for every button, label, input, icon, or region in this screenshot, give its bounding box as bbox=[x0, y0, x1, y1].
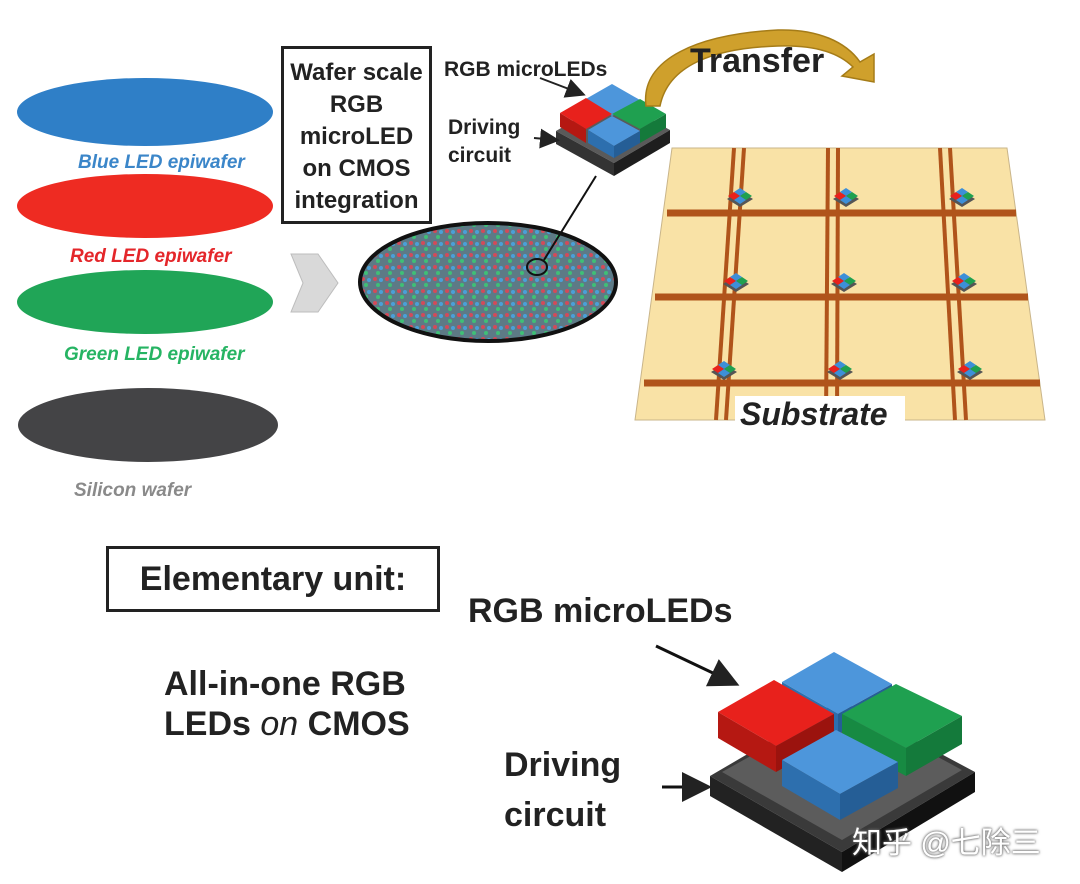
top-rgb-label: RGB microLEDs bbox=[444, 58, 608, 81]
transfer-label: Transfer bbox=[690, 42, 825, 80]
substrate-chip bbox=[711, 361, 737, 380]
top-driving-line-2: circuit bbox=[448, 144, 512, 167]
top-driving-label: Driving circuit bbox=[448, 114, 520, 170]
zoom-pointer-line bbox=[543, 175, 597, 261]
integration-line-1: Wafer scale bbox=[290, 59, 423, 86]
process-arrow-icon bbox=[290, 253, 339, 313]
silicon-wafer-label: Silicon wafer bbox=[74, 480, 192, 501]
green-wafer bbox=[17, 270, 273, 334]
integration-line-5: integration bbox=[294, 187, 419, 214]
substrate-label-bg bbox=[735, 396, 905, 436]
integration-line-4: on CMOS bbox=[302, 155, 411, 182]
elementary-rgb-arrow bbox=[655, 644, 740, 687]
top-driving-arrow bbox=[533, 128, 560, 149]
elementary-unit-box: Elementary unit: bbox=[106, 546, 440, 612]
elementary-driving-line-1: Driving bbox=[504, 746, 622, 784]
blue-wafer bbox=[17, 78, 273, 146]
top-rgb-arrow bbox=[539, 77, 586, 98]
description-line-2: LEDs on CMOS bbox=[164, 704, 410, 744]
elementary-description: All-in-one RGB LEDs on CMOS bbox=[164, 664, 410, 744]
substrate-chip bbox=[833, 188, 859, 207]
wafer-zoom-circle bbox=[526, 258, 548, 276]
substrate-chip bbox=[723, 273, 749, 292]
elementary-rgb-label: RGB microLEDs bbox=[468, 592, 733, 630]
description-line-1: All-in-one RGB bbox=[164, 665, 406, 703]
substrate-chip bbox=[957, 361, 983, 380]
integration-box: Wafer scale RGB microLED on CMOS integra… bbox=[281, 46, 432, 224]
red-wafer-label: Red LED epiwafer bbox=[70, 246, 232, 267]
substrate-chip-sites bbox=[711, 188, 983, 380]
watermark: 知乎 @七除三 bbox=[852, 827, 1041, 860]
blue-wafer-label: Blue LED epiwafer bbox=[78, 152, 245, 173]
substrate-label: Substrate bbox=[740, 396, 888, 432]
substrate-chip bbox=[949, 188, 975, 207]
silicon-wafer bbox=[18, 388, 278, 462]
description-line-2-post: CMOS bbox=[298, 705, 410, 743]
elementary-driving-line-2: circuit bbox=[504, 796, 607, 834]
elementary-unit-label: Elementary unit: bbox=[139, 560, 407, 598]
top-driving-line-1: Driving bbox=[448, 116, 521, 139]
description-line-2-pre: LEDs bbox=[164, 705, 261, 743]
red-wafer bbox=[17, 174, 273, 238]
description-on: on bbox=[260, 705, 299, 743]
integrated-wafer bbox=[358, 221, 618, 343]
integration-line-3: microLED bbox=[299, 123, 414, 150]
substrate-chip bbox=[727, 188, 753, 207]
integration-line-2: RGB bbox=[329, 91, 384, 118]
substrate-chip bbox=[831, 273, 857, 292]
top-rgb-chip bbox=[556, 84, 670, 176]
green-wafer-label: Green LED epiwafer bbox=[64, 344, 245, 365]
elementary-driving-label: Driving circuit bbox=[504, 740, 621, 840]
transfer-arrow-icon bbox=[644, 29, 875, 107]
elementary-rgb-chip bbox=[710, 652, 975, 872]
substrate-chip bbox=[827, 361, 853, 380]
substrate-chip bbox=[951, 273, 977, 292]
